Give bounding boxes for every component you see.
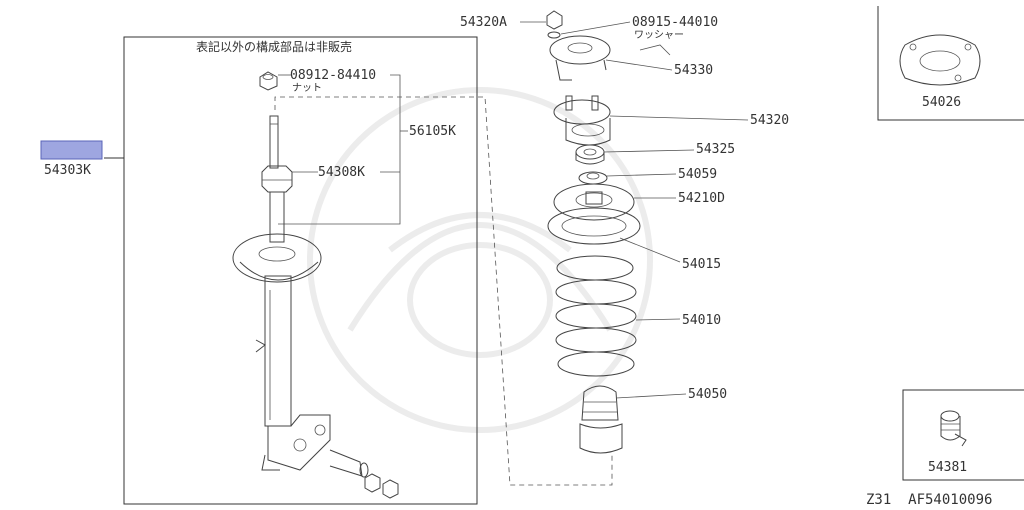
insulator-plate-drawing: [899, 34, 981, 86]
hub-nut-icon: [364, 473, 399, 499]
part-label-54026[interactable]: 54026: [922, 95, 961, 110]
part-label-54308k[interactable]: 54308K: [318, 165, 365, 180]
part-label-54050[interactable]: 54050: [688, 387, 727, 402]
header-note: 表記以外の構成部品は非販売: [196, 39, 352, 54]
spring-seat-drawing: [547, 207, 641, 245]
diagram-code: Z31 AF54010096: [866, 492, 992, 508]
assembly-frame: [123, 36, 478, 505]
part-label-54015[interactable]: 54015: [682, 257, 721, 272]
coil-spring-drawing: [555, 255, 637, 377]
washer-name-label: ワッシャー: [634, 30, 684, 41]
watermark-emblem: [307, 87, 653, 433]
part-label-08915-44010[interactable]: 08915-44010: [632, 15, 718, 30]
part-label-08912-84410[interactable]: 08912-84410: [290, 68, 376, 83]
bearing-drawing: [553, 183, 635, 221]
nut-icon: [259, 71, 278, 91]
stopper-frame: [902, 389, 1024, 481]
collar-drawing: [578, 171, 608, 185]
part-label-54320a[interactable]: 54320A: [460, 15, 507, 30]
nut-name-label: ナット: [292, 82, 322, 94]
strut-assembly-drawing: [232, 115, 369, 478]
part-label-54320[interactable]: 54320: [750, 113, 789, 128]
mount-plate-drawing: [549, 35, 671, 81]
part-label-56105k[interactable]: 56105K: [409, 124, 456, 139]
part-hotspot-54303k[interactable]: [40, 140, 103, 160]
part-label-54303k[interactable]: 54303K: [44, 163, 91, 178]
top-nut-icon: [546, 10, 563, 30]
part-label-54325[interactable]: 54325: [696, 142, 735, 157]
part-label-54330[interactable]: 54330: [674, 63, 713, 78]
part-label-54010[interactable]: 54010: [682, 313, 721, 328]
part-label-54210d[interactable]: 54210D: [678, 191, 725, 206]
stopper-drawing: [940, 410, 967, 447]
bushing-drawing: [575, 144, 605, 165]
part-label-54059[interactable]: 54059: [678, 167, 717, 182]
part-label-54381[interactable]: 54381: [928, 460, 967, 475]
insulator-frame: [877, 6, 1024, 121]
bound-bumper-drawing: [579, 385, 623, 454]
washer-icon: [547, 31, 561, 39]
